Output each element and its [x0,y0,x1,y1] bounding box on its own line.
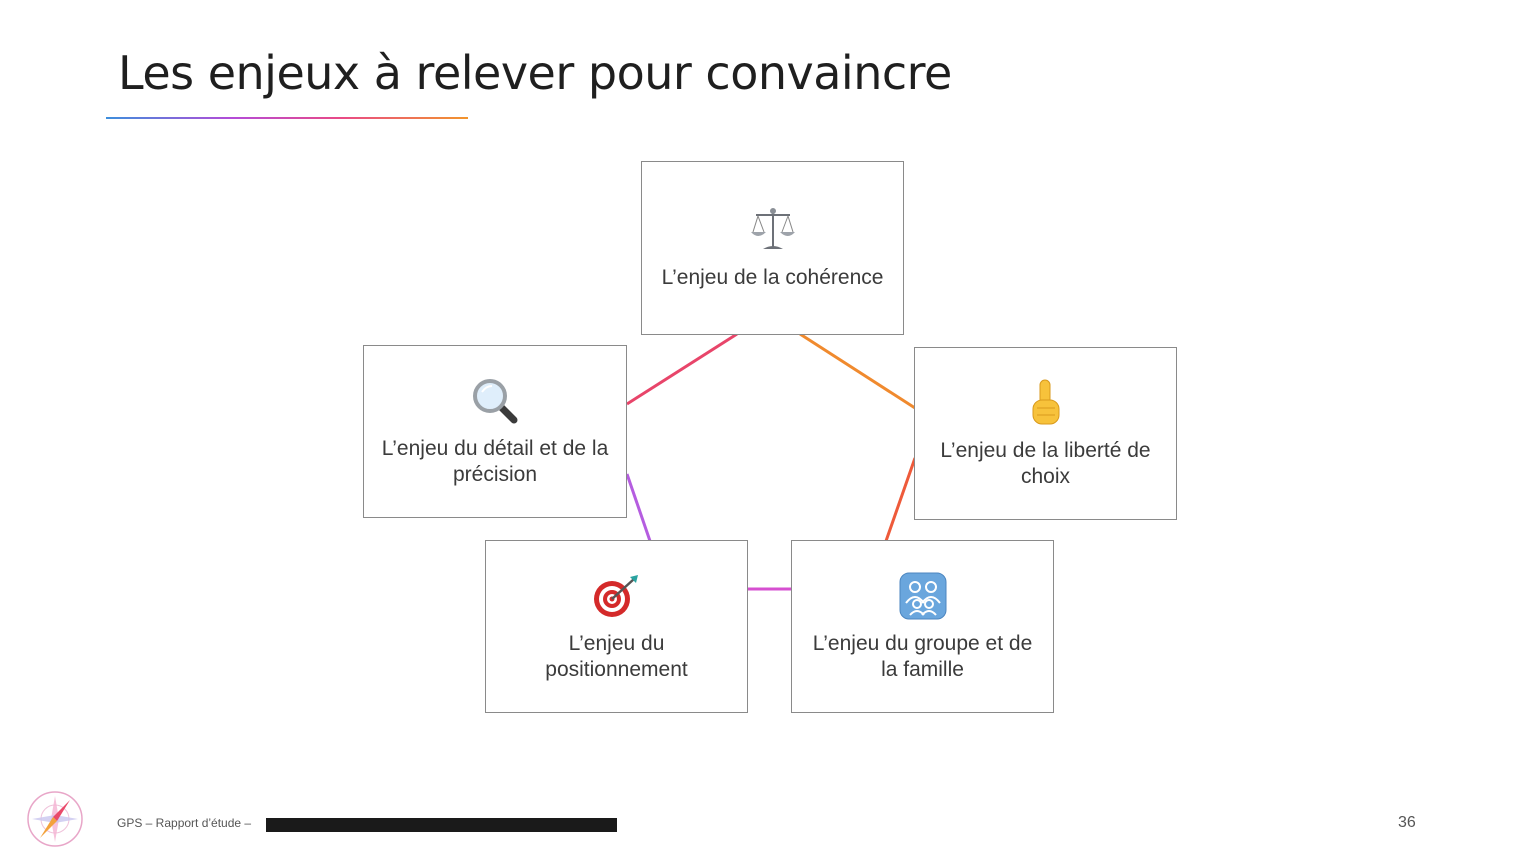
node-label: L’enjeu du groupe et de la famille [812,631,1033,681]
balance-scale-icon [750,208,795,249]
target-dart-icon [593,574,638,617]
node-coherence: L’enjeu de la cohérence [641,161,904,335]
pointing-finger-icon [1032,379,1059,424]
family-icon [899,572,946,619]
node-detail: L’enjeu du détail et de la précision [363,345,627,518]
node-label: L’enjeu de la cohérence [661,266,884,289]
page-number: 36 [1398,814,1416,831]
edge-liberte-groupe [884,457,917,542]
slide-title: Les enjeux à relever pour convaincre [118,46,952,100]
node-label: L’enjeu du détail et de la précision [381,436,609,486]
node-groupe: L’enjeu du groupe et de la famille [791,540,1054,713]
footer-text: GPS – Rapport d’étude – [117,816,252,830]
edge-positionnement-detail [625,473,652,542]
redacted-text [266,818,617,832]
compass-logo [27,791,83,847]
magnifying-glass-icon [473,378,518,423]
node-positionnement: L’enjeu du positionnement [485,540,748,713]
title-underline [106,117,468,119]
edge-coherence-liberte [799,332,916,410]
node-label: L’enjeu du positionnement [545,631,688,681]
node-label: L’enjeu de la liberté de choix [940,438,1151,488]
edge-detail-coherence [626,332,738,406]
node-liberte: L’enjeu de la liberté de choix [914,347,1177,520]
